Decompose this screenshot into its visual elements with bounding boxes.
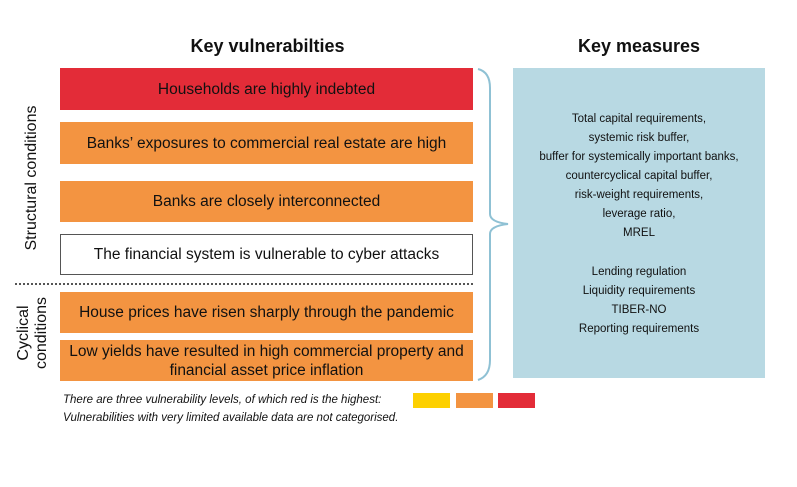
vulnerability-cyber-attacks: The financial system is vulnerable to cy… xyxy=(60,234,473,275)
measure-item: Reporting requirements xyxy=(578,323,700,335)
measure-item: MREL xyxy=(623,227,655,239)
measure-item: leverage ratio, xyxy=(602,208,676,220)
cyclical-conditions-label: Cyclical conditions xyxy=(15,290,51,376)
cyclical-label-line2: conditions xyxy=(33,296,50,370)
vulnerability-commercial-real-estate: Banks’ exposures to commercial real esta… xyxy=(60,122,473,164)
key-measures-title: Key measures xyxy=(577,36,701,56)
measure-item: buffer for systemically important banks, xyxy=(539,151,739,163)
measure-item: countercyclical capital buffer, xyxy=(565,170,713,182)
legend-swatch-red xyxy=(498,393,535,408)
measure-item: Lending regulation xyxy=(591,266,687,278)
legend-swatch-yellow xyxy=(413,393,450,408)
vulnerability-interconnected-banks: Banks are closely interconnected xyxy=(60,181,473,222)
key-vulnerabilities-title: Key vulnerabilties xyxy=(190,36,345,56)
legend-levels-text: There are three vulnerability levels, of… xyxy=(63,394,382,406)
vulnerability-households: Households are highly indebted xyxy=(60,68,473,110)
cyclical-label-line1: Cyclical xyxy=(15,305,32,361)
measure-item: systemic risk buffer, xyxy=(588,132,690,144)
measure-item: TIBER-NO xyxy=(611,304,667,316)
structural-conditions-label: Structural conditions xyxy=(23,105,40,251)
capital-measures-list: Total capital requirements, systemic ris… xyxy=(513,110,765,243)
vulnerability-house-prices: House prices have risen sharply through … xyxy=(60,292,473,333)
vulnerability-low-yields: Low yields have resulted in high commerc… xyxy=(60,340,473,381)
other-measures-list: Lending regulation Liquidity requirement… xyxy=(513,263,765,339)
measure-item: Liquidity requirements xyxy=(582,285,696,297)
section-divider xyxy=(15,283,473,285)
key-measures-panel: Total capital requirements, systemic ris… xyxy=(513,68,765,378)
measure-item: Total capital requirements, xyxy=(571,113,707,125)
legend-note: Vulnerabilities with very limited availa… xyxy=(63,412,399,424)
legend-swatch-orange xyxy=(456,393,493,408)
measure-item: risk-weight requirements, xyxy=(574,189,704,201)
brace-icon xyxy=(477,68,509,381)
